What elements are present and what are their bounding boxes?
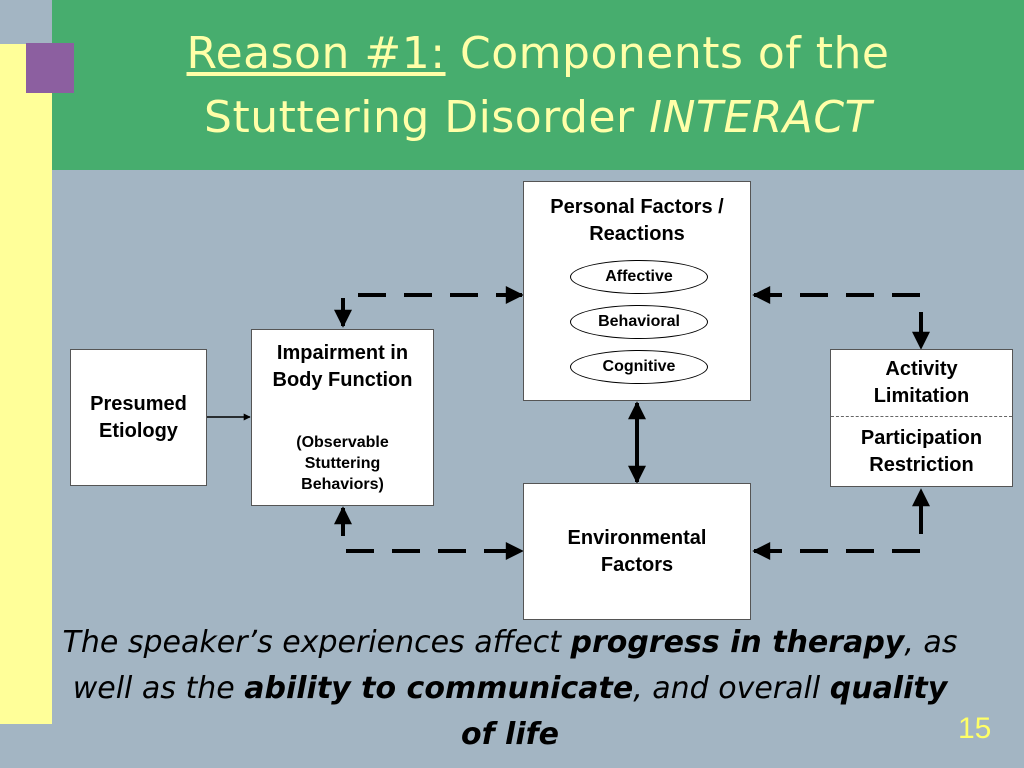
participation-restriction-label: Participation Restriction [860, 427, 983, 476]
impairment-box: Impairment in Body Function (Observable … [251, 329, 434, 506]
activity-participation-box: Activity Limitation Participation Restri… [830, 349, 1013, 487]
title-line2-plain: Stuttering Disorder [204, 92, 650, 143]
behavioral-ellipse: Behavioral [570, 305, 708, 339]
activity-limitation-label: Activity Limitation [873, 358, 970, 407]
arrow-personal-activity [752, 286, 930, 350]
presumed-etiology-label: Presumed Etiology [90, 393, 187, 442]
personal-factors-box: Personal Factors / Reactions Affective B… [523, 181, 751, 401]
caption-bold2: ability to communicate [244, 671, 634, 706]
title-line2-italic: INTERACT [649, 92, 872, 143]
environmental-factors-label: Environmental Factors [567, 527, 707, 576]
impairment-label: Impairment in Body Function [272, 342, 413, 391]
caption-bold3: quality of life [460, 671, 948, 752]
personal-factors-label: Personal Factors / Reactions [550, 196, 724, 245]
left-stripe [0, 44, 52, 724]
caption-bold1: progress in therapy [570, 625, 905, 660]
presumed-etiology-box: Presumed Etiology [70, 349, 207, 486]
title-line2: Stuttering Disorder INTERACT [52, 86, 1024, 150]
page-number: 15 [958, 712, 992, 745]
title-underlined: Reason #1: [186, 28, 446, 79]
caption-part2: , as well as the [72, 625, 958, 706]
arrow-impairment-environmental [334, 506, 524, 560]
caption-part1: The speaker’s experiences affect [62, 625, 571, 660]
affective-ellipse: Affective [570, 260, 708, 294]
box-divider [831, 416, 1012, 417]
caption: The speaker’s experiences affect progres… [60, 620, 960, 758]
cognitive-ellipse: Cognitive [570, 350, 708, 384]
accent-square [26, 43, 74, 93]
caption-part3: , and overall [633, 671, 830, 706]
arrow-environmental-participation [752, 488, 930, 560]
slide-title: Reason #1: Components of the Stuttering … [52, 22, 1024, 150]
environmental-factors-box: Environmental Factors [523, 483, 751, 620]
title-rest: Components of the [445, 28, 890, 79]
title-bar [52, 0, 1024, 170]
arrow-impairment-personal [334, 286, 524, 328]
impairment-sublabel: (Observable Stuttering Behaviors) [296, 434, 389, 493]
